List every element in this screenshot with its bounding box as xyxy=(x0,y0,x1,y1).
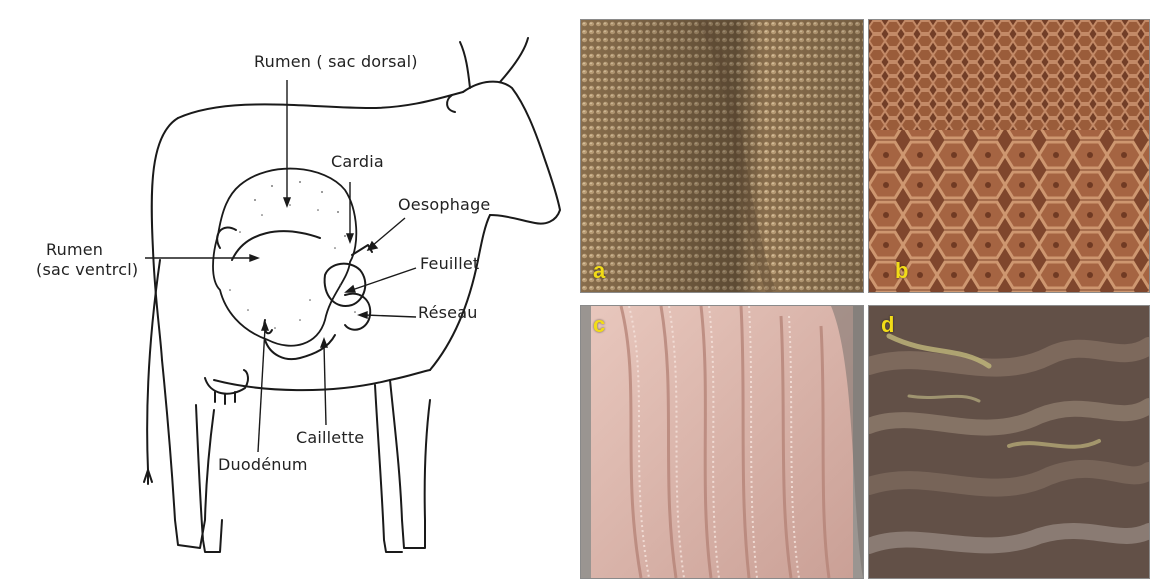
cow-hind-leg-inner xyxy=(196,405,222,552)
cow-tail xyxy=(147,260,160,470)
cow-horn-left xyxy=(460,42,470,88)
rumen-pillar-line xyxy=(232,231,320,260)
cow-back-line xyxy=(178,92,463,118)
label-cardia: Cardia xyxy=(331,152,384,171)
label-oesophage: Oesophage xyxy=(398,195,490,214)
panel-letter-d: d xyxy=(881,312,894,338)
panel-letter-c: c xyxy=(593,312,605,338)
label-rumen-ventral-line2: (sac ventrcl) xyxy=(36,260,138,280)
photo-panel-c: c xyxy=(580,305,864,579)
panel-letter-a: a xyxy=(593,258,605,284)
label-caillette: Caillette xyxy=(296,428,364,447)
panel-letter-b: b xyxy=(895,258,908,284)
label-rumen-ventral: Rumen (sac ventrcl) xyxy=(46,240,138,280)
reticulum-honeycomb-image xyxy=(869,20,1149,292)
cow-horn-right xyxy=(500,38,528,82)
photo-panel-a: a xyxy=(580,19,864,293)
cow-udder xyxy=(205,370,248,394)
label-rumen-ventral-line1: Rumen xyxy=(46,240,138,260)
rumen-texture xyxy=(229,181,356,329)
omasum-outline xyxy=(325,264,366,306)
photo-panel-b: b xyxy=(868,19,1150,293)
cow-front-leg-outer xyxy=(390,380,430,548)
cow-chest-line xyxy=(430,215,490,370)
label-duodenum: Duodénum xyxy=(218,455,308,474)
label-reseau: Réseau xyxy=(418,303,478,322)
cow-ear xyxy=(447,95,455,112)
rumen-papillae-image xyxy=(581,20,863,292)
omasum-folds-image xyxy=(581,306,863,578)
label-rumen-dorsal: Rumen ( sac dorsal) xyxy=(254,52,418,71)
stomach-diagram: Rumen ( sac dorsal) Cardia Oesophage Rum… xyxy=(0,0,575,579)
abomasum-image xyxy=(869,306,1149,578)
cow-hind-leg-outer xyxy=(162,360,214,548)
rumen-ventral-bulge xyxy=(217,228,236,248)
cow-outline-drawing xyxy=(0,0,575,579)
photo-grid: a b xyxy=(580,14,1150,579)
photo-panel-d: d xyxy=(868,305,1150,579)
label-feuillet: Feuillet xyxy=(420,254,479,273)
cow-rump-line xyxy=(152,118,178,360)
cow-tail-switch xyxy=(144,470,152,484)
